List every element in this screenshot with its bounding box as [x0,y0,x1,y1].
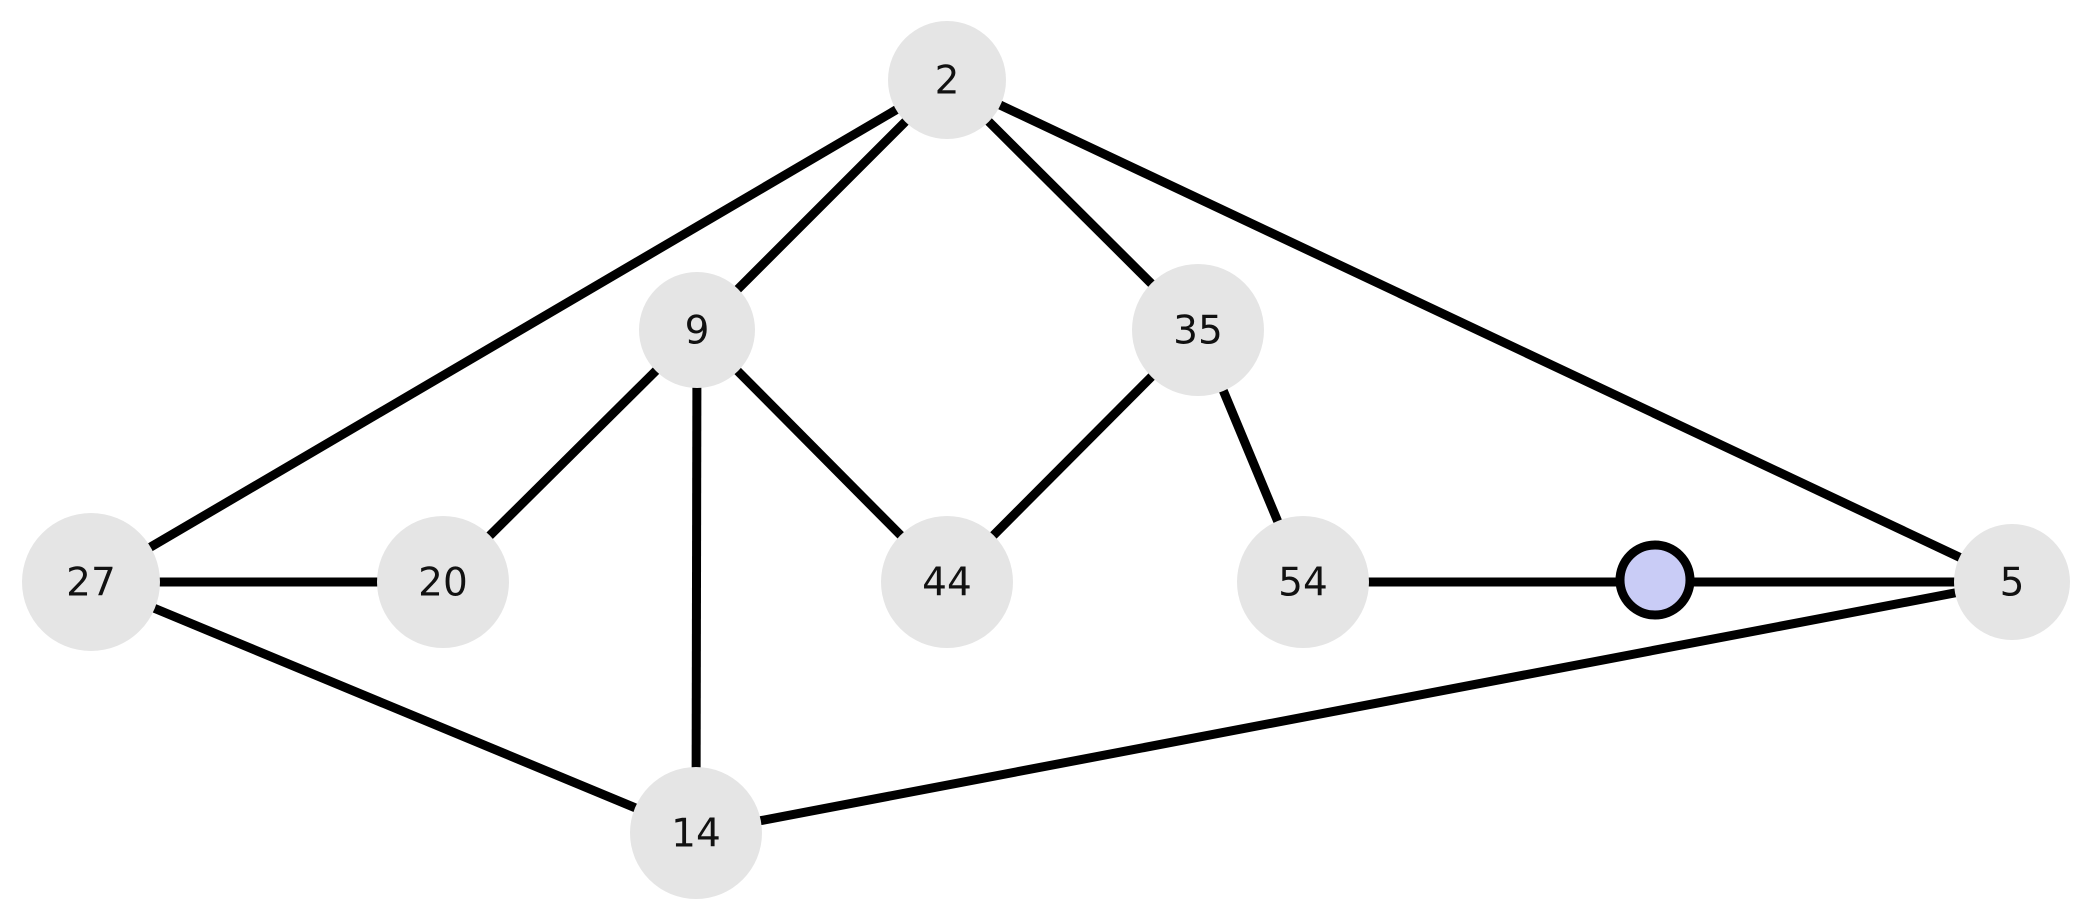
node-circle[interactable] [1615,540,1695,620]
edges-layer [88,75,2014,838]
graph-edge[interactable] [691,329,702,834]
node-circle[interactable] [888,21,1006,139]
node-circle[interactable] [377,516,509,648]
graph-node[interactable]: 27 [22,513,160,651]
node-circle[interactable] [630,767,762,899]
graph-node[interactable]: 44 [881,516,1013,648]
graph-node[interactable]: 2 [888,21,1006,139]
graph-node[interactable]: 14 [630,767,762,899]
node-circle[interactable] [881,516,1013,648]
graph-edge[interactable] [945,75,2014,587]
graph-node[interactable]: 35 [1132,264,1264,396]
graph-edge[interactable] [89,577,698,838]
node-circle[interactable] [1132,264,1264,396]
graph-edge[interactable] [88,76,950,586]
graph-edge[interactable] [695,577,2013,838]
node-circle[interactable] [22,513,160,651]
graph-node[interactable]: 54 [1237,516,1369,648]
graph-node[interactable]: 9 [639,272,755,388]
node-circle[interactable] [639,272,755,388]
node-circle[interactable] [1237,516,1369,648]
node-circle[interactable] [1954,524,2070,640]
graph-node-selected[interactable] [1615,540,1695,620]
graph-node[interactable]: 20 [377,516,509,648]
graph-node[interactable]: 5 [1954,524,2070,640]
